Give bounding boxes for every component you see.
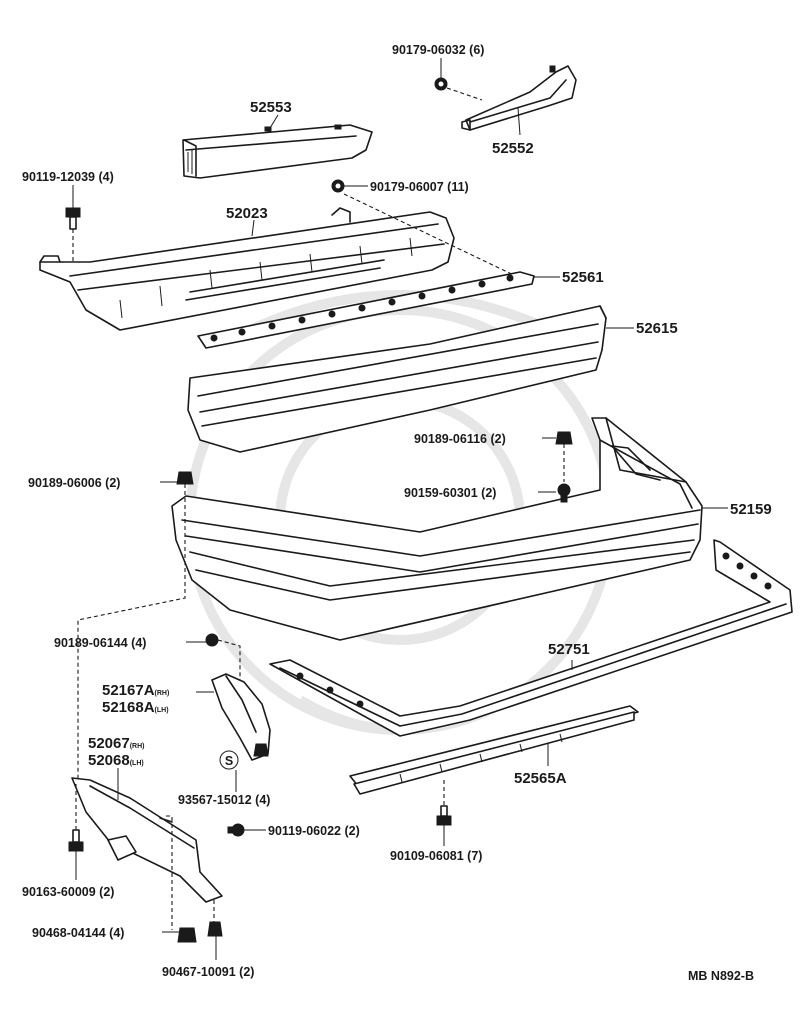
part-52067-bracket bbox=[71, 768, 223, 930]
clip-90189-06144 bbox=[186, 633, 241, 680]
nut-90179-06032 bbox=[434, 58, 483, 101]
part-52751-lower-trim bbox=[269, 539, 793, 737]
s-marker: S bbox=[225, 754, 233, 768]
part-labels: 90179-06032 (6) 52553 52552 90119-12039 … bbox=[22, 43, 772, 983]
label-90119-06022: 90119-06022 (2) bbox=[268, 824, 360, 838]
clip-90189-06006 bbox=[160, 471, 194, 512]
screw-90159-60301 bbox=[538, 483, 571, 503]
label-52167a: 52167A(RH) bbox=[102, 682, 169, 699]
part-52552-garnish bbox=[461, 65, 577, 136]
label-90159-60301: 90159-60301 (2) bbox=[404, 486, 496, 500]
part-52615-absorber bbox=[187, 305, 634, 453]
label-90119-12039: 90119-12039 (4) bbox=[22, 170, 114, 184]
label-90189-06144: 90189-06144 (4) bbox=[54, 636, 146, 650]
diagram-code: MB N892-B bbox=[688, 969, 754, 983]
leader-dashed-left bbox=[77, 512, 186, 778]
label-52561: 52561 bbox=[562, 269, 604, 286]
bolt-90119-06022 bbox=[227, 823, 266, 837]
label-52615: 52615 bbox=[636, 320, 678, 337]
label-52168a: 52168A(LH) bbox=[102, 699, 169, 716]
screw-93567-15012: S bbox=[219, 750, 239, 792]
label-90179-06007: 90179-06007 (11) bbox=[370, 180, 469, 194]
part-52565a-stay bbox=[349, 705, 639, 795]
part-52561-retainer bbox=[197, 271, 560, 349]
label-52751: 52751 bbox=[548, 641, 590, 658]
part-52023-reinforcement bbox=[39, 207, 455, 331]
nut-90179-06007 bbox=[331, 179, 521, 279]
label-90189-06116: 90189-06116 (2) bbox=[414, 432, 506, 446]
part-52553-garnish bbox=[182, 114, 373, 179]
label-90163-60009: 90163-60009 (2) bbox=[22, 885, 114, 899]
clip-90468-04144 bbox=[162, 927, 197, 943]
label-52552: 52552 bbox=[492, 140, 534, 157]
clip-90467-10091 bbox=[207, 900, 223, 960]
label-52023: 52023 bbox=[226, 205, 268, 222]
bolt-90109-06081 bbox=[436, 780, 452, 846]
label-52553: 52553 bbox=[250, 99, 292, 116]
label-90467-10091: 90467-10091 (2) bbox=[162, 965, 254, 979]
label-52067: 52067(RH) bbox=[88, 735, 145, 752]
label-90468-04144: 90468-04144 (4) bbox=[32, 926, 124, 940]
label-52565a: 52565A bbox=[514, 770, 567, 787]
label-93567-15012: 93567-15012 (4) bbox=[178, 793, 270, 807]
label-90109-06081: 90109-06081 (7) bbox=[390, 849, 482, 863]
label-90189-06006: 90189-06006 (2) bbox=[28, 476, 120, 490]
label-52159: 52159 bbox=[730, 501, 772, 518]
part-52159-bumper-cover bbox=[171, 417, 728, 641]
part-52167a-bracket bbox=[196, 673, 271, 761]
label-52068: 52068(LH) bbox=[88, 752, 144, 769]
bolt-90163-60009 bbox=[68, 784, 84, 880]
bolt-90119-12039 bbox=[65, 185, 81, 262]
label-90179-06032: 90179-06032 (6) bbox=[392, 43, 484, 57]
clip-90189-06116 bbox=[542, 431, 573, 482]
